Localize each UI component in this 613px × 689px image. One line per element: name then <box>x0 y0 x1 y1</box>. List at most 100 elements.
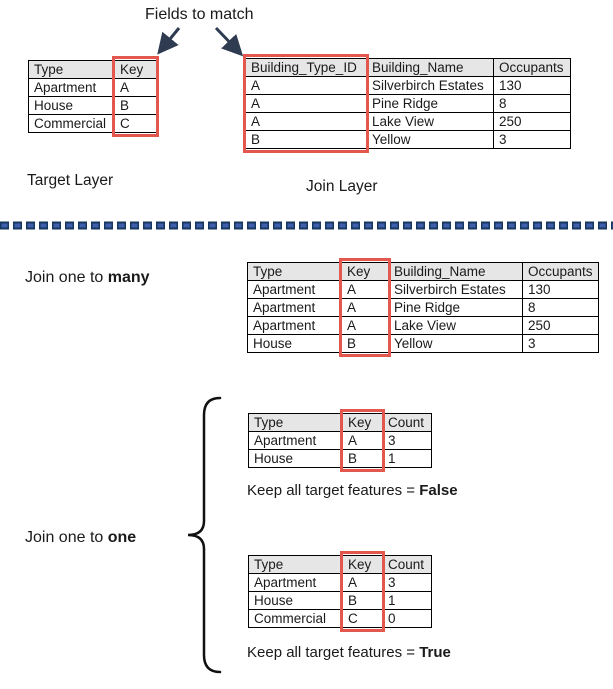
header-cell: Type <box>247 262 342 281</box>
table-cell: B <box>245 130 367 149</box>
header-cell: Key <box>342 413 383 432</box>
keep-true-caption: Keep all target features = True <box>247 644 451 661</box>
table-cell: 1 <box>382 591 432 610</box>
table-cell: B <box>342 449 383 468</box>
join-one-to-one-label: Join one to one <box>25 529 136 547</box>
table-cell: House <box>248 591 343 610</box>
table-cell: Apartment <box>248 573 343 592</box>
table-cell: 3 <box>493 130 571 149</box>
table-cell: A <box>342 573 383 592</box>
table-cell: 250 <box>522 316 599 335</box>
table-cell: Pine Ridge <box>388 298 523 317</box>
table-cell: Yellow <box>366 130 494 149</box>
table-cell: A <box>341 298 389 317</box>
join-one-to-many-prefix: Join one to <box>25 269 108 286</box>
keep-true-emphasis: True <box>419 644 451 661</box>
table-cell: B <box>342 591 383 610</box>
header-cell: Key <box>114 60 157 79</box>
table-cell: Silverbirch Estates <box>388 280 523 299</box>
header-cell: Key <box>341 262 389 281</box>
header-cell: Building_Type_ID <box>245 58 367 77</box>
down-right-arrow-icon <box>214 26 244 57</box>
table-cell: 8 <box>493 94 571 113</box>
table-cell: Yellow <box>388 334 523 353</box>
target-layer-label: Target Layer <box>27 172 114 189</box>
join-one-to-one-prefix: Join one to <box>25 529 108 546</box>
fields-to-match-label: Fields to match <box>145 6 254 23</box>
table-cell: Lake View <box>366 112 494 131</box>
header-cell: Occupants <box>522 262 599 281</box>
table-cell: 3 <box>522 334 599 353</box>
table-cell: C <box>114 114 157 133</box>
table-cell: Commercial <box>28 114 115 133</box>
join-one-to-many-label: Join one to many <box>25 269 150 287</box>
table-cell: House <box>247 334 342 353</box>
table-cell: 8 <box>522 298 599 317</box>
table-cell: A <box>245 112 367 131</box>
table-cell: House <box>248 449 343 468</box>
header-cell: Type <box>248 413 343 432</box>
table-cell: A <box>341 280 389 299</box>
table-cell: B <box>341 334 389 353</box>
table-cell: Apartment <box>28 78 115 97</box>
table-cell: 3 <box>382 431 432 450</box>
header-cell: Count <box>382 555 432 574</box>
table-cell: Apartment <box>247 316 342 335</box>
table-cell: B <box>114 96 157 115</box>
table-cell: Apartment <box>248 431 343 450</box>
table-cell: 0 <box>382 609 432 628</box>
header-cell: Key <box>342 555 383 574</box>
table-cell: 250 <box>493 112 571 131</box>
table-cell: A <box>341 316 389 335</box>
header-cell: Type <box>28 60 115 79</box>
table-cell: Commercial <box>248 609 343 628</box>
table-cell: 130 <box>493 76 571 95</box>
keep-false-emphasis: False <box>419 482 458 499</box>
keep-false-prefix: Keep all target features = <box>247 482 420 499</box>
keep-true-prefix: Keep all target features = <box>247 644 420 661</box>
table-cell: A <box>245 94 367 113</box>
table-cell: 1 <box>382 449 432 468</box>
table-cell: A <box>342 431 383 450</box>
join-one-to-one-emphasis: one <box>107 529 137 546</box>
table-cell: A <box>114 78 157 97</box>
table-cell: 3 <box>382 573 432 592</box>
match-arrows <box>157 26 244 57</box>
table-cell: 130 <box>522 280 599 299</box>
header-cell: Occupants <box>493 58 571 77</box>
dashed-divider <box>0 221 613 230</box>
header-cell: Building_Name <box>366 58 494 77</box>
keep-false-caption: Keep all target features = False <box>247 482 458 499</box>
table-cell: House <box>28 96 115 115</box>
curly-brace-icon <box>187 396 222 674</box>
down-left-arrow-icon <box>157 27 181 55</box>
join-layer-label: Join Layer <box>306 178 378 195</box>
header-cell: Count <box>382 413 432 432</box>
